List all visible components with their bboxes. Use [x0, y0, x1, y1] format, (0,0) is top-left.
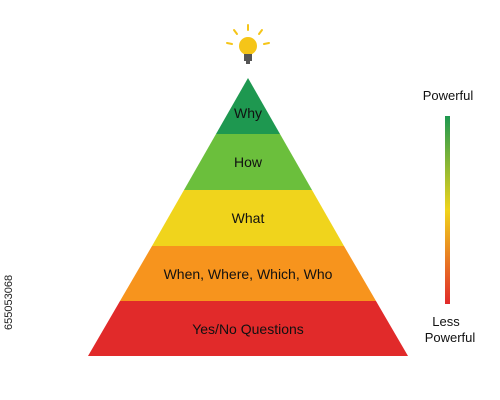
lightbulb-icon	[226, 24, 270, 64]
lightbulb-tip	[246, 61, 250, 64]
tier-label-when-where-which-who: When, Where, Which, Who	[164, 266, 333, 282]
pyramid-tier-when-where-which-who	[120, 246, 376, 301]
pyramid-tier-how	[184, 134, 312, 190]
tier-label-what: What	[232, 210, 265, 226]
lightbulb-rays	[226, 24, 270, 45]
stock-id-text: 655053068	[3, 275, 15, 330]
tier-label-how: How	[234, 154, 263, 170]
tier-label-why: Why	[234, 105, 262, 121]
pyramid: Why How What When, Where, Which, Who Yes…	[88, 78, 408, 356]
pyramid-tier-what	[152, 190, 344, 246]
pyramid-tier-yes-no-questions	[88, 301, 408, 356]
scale-label-less: Less	[432, 314, 460, 329]
scale-label-powerful-bottom: Powerful	[425, 330, 476, 345]
scale-label-powerful: Powerful	[423, 88, 474, 103]
pyramid-tier-why	[216, 78, 280, 134]
scale-gradient-bar	[445, 116, 450, 304]
lightbulb-base	[244, 54, 252, 61]
lightbulb-glass	[239, 37, 257, 55]
tier-label-yes-no-questions: Yes/No Questions	[192, 321, 304, 337]
power-scale: Powerful Less Powerful	[423, 88, 476, 345]
